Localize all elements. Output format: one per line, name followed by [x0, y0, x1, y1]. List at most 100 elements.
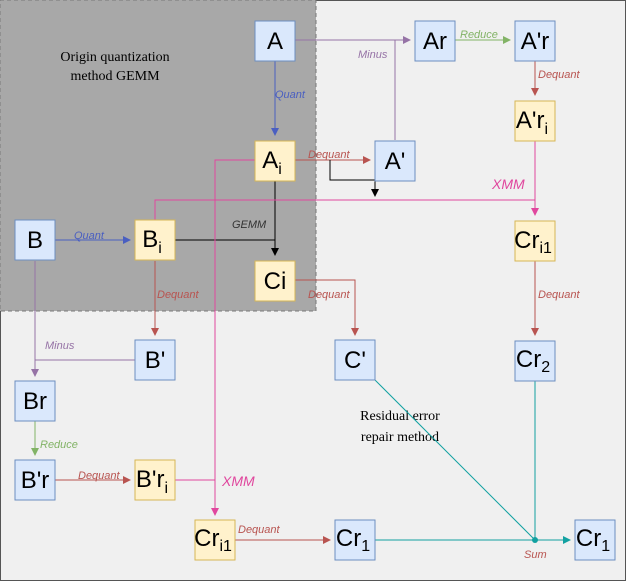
node-B-prime-label: B'	[145, 347, 166, 374]
edge-label-minus-a: Minus	[358, 49, 388, 61]
node-Br-label: Br	[23, 388, 47, 415]
node-Cr-1-mid-label: Cr	[336, 525, 361, 552]
node-C-prime[interactable]: C'	[334, 339, 376, 381]
svg-text:Cr2: Cr2	[516, 346, 550, 376]
node-Cr-1-mid-sub: 1	[361, 538, 370, 555]
edge-xmm-bottom: XMM	[175, 159, 255, 516]
node-A-i[interactable]: Ai	[254, 140, 296, 182]
svg-text:Ai: Ai	[262, 147, 282, 178]
svg-text:Ci: Ci	[264, 268, 287, 295]
node-C-prime-label: C'	[344, 347, 366, 374]
svg-text:A: A	[267, 28, 283, 55]
edge-sum: Sum	[374, 379, 571, 561]
svg-text:A'r: A'r	[521, 28, 550, 55]
edge-dequant-cri: Dequant	[235, 524, 331, 544]
svg-text:Cr1: Cr1	[336, 525, 370, 555]
node-B[interactable]: B	[14, 219, 56, 261]
node-Cr-1-out[interactable]: Cr1	[574, 519, 616, 561]
svg-text:A': A'	[385, 148, 406, 175]
sum-junction-dot	[532, 537, 538, 543]
svg-text:C': C'	[344, 347, 366, 374]
node-B-prime-r-label: B'r	[21, 467, 50, 494]
svg-text:B': B'	[145, 347, 166, 374]
node-Cr-1-mid[interactable]: Cr1	[334, 519, 376, 561]
edge-dequant-b: Dequant	[151, 261, 200, 336]
node-Cr-1-out-label: Cr	[576, 525, 601, 552]
edge-dequant-ar: Dequant	[531, 61, 581, 96]
node-B-label: B	[27, 227, 43, 254]
node-B-i[interactable]: Bi	[134, 219, 176, 261]
edge-dequant-c: Dequant	[295, 279, 359, 336]
svg-text:B'r: B'r	[21, 467, 50, 494]
edge-label-dequant-bri: Dequant	[78, 470, 121, 482]
node-A-prime-r-i[interactable]: A'ri	[514, 100, 556, 142]
node-A[interactable]: A	[254, 20, 296, 62]
node-B-prime-r[interactable]: B'r	[14, 459, 56, 501]
svg-text:B'ri: B'ri	[136, 466, 168, 497]
svg-text:Cri1: Cri1	[514, 227, 552, 257]
node-B-prime[interactable]: B'	[134, 339, 176, 381]
node-A-prime-label: A'	[385, 148, 406, 175]
edge-label-dequant-b: Dequant	[157, 289, 200, 301]
edge-dequant-bri: Dequant	[55, 470, 131, 484]
node-C-i-label: Ci	[264, 268, 287, 295]
node-A-label: A	[267, 28, 283, 55]
node-A-prime-r-i-sub: i	[545, 121, 549, 138]
svg-text:Bi: Bi	[142, 226, 162, 257]
edge-xmm-top: XMM	[154, 141, 539, 220]
svg-text:A'ri: A'ri	[516, 107, 548, 138]
edge-label-reduce-b: Reduce	[40, 439, 78, 451]
node-Cr-2-sub: 2	[541, 359, 550, 376]
node-B-i-label: B	[142, 226, 158, 253]
edge-label-dequant-a: Dequant	[308, 149, 351, 161]
edge-minus-b: Minus	[31, 261, 135, 377]
node-Cr-i1-top[interactable]: Cri1	[514, 220, 556, 262]
node-Cr-i1-top-sub: i1	[539, 240, 552, 257]
edge-dequant-a: Dequant	[295, 149, 371, 164]
edge-label-quant-b: Quant	[74, 230, 105, 242]
edge-reduce-b: Reduce	[31, 421, 78, 456]
edge-label-sum: Sum	[524, 549, 547, 561]
edge-label-reduce-a: Reduce	[460, 29, 498, 41]
residual-region-title-line2: repair method	[361, 430, 439, 445]
origin-region-title-line2: method GEMM	[70, 69, 160, 84]
edge-label-dequant-cr: Dequant	[538, 289, 581, 301]
node-Cr-i1-bottom[interactable]: Cri1	[194, 519, 236, 561]
node-A-i-label: A	[262, 147, 278, 174]
edge-label-dequant-ar: Dequant	[538, 69, 581, 81]
node-A-i-sub: i	[278, 161, 282, 178]
node-Br[interactable]: Br	[14, 380, 56, 422]
edge-label-gemm: GEMM	[232, 219, 267, 231]
edge-label-dequant-cri: Dequant	[238, 524, 281, 536]
edge-a-prime-join	[329, 160, 379, 197]
svg-text:B: B	[27, 227, 43, 254]
node-Cr-i1-bottom-sub: i1	[219, 538, 232, 555]
node-Cr-i1-top-label: Cr	[514, 227, 539, 254]
edge-gemm: GEMM	[175, 181, 279, 256]
edge-reduce-a: Reduce	[455, 29, 511, 44]
origin-region-title-line1: Origin quantization	[60, 50, 169, 65]
node-A-prime[interactable]: A'	[374, 140, 416, 182]
node-Ar-label: Ar	[423, 28, 447, 55]
node-Cr-i1-bottom-label: Cr	[194, 525, 219, 552]
edge-minus-a: Minus	[295, 36, 411, 140]
edge-dequant-cr: Dequant	[531, 261, 581, 336]
node-Ar[interactable]: Ar	[414, 20, 456, 62]
edge-label-minus-b: Minus	[45, 340, 75, 352]
node-Cr-2[interactable]: Cr2	[514, 340, 556, 382]
node-A-prime-r-label: A'r	[521, 28, 550, 55]
edge-label-xmm-bottom: XMM	[221, 473, 255, 489]
svg-text:Cri1: Cri1	[194, 525, 232, 555]
edge-quant-b: Quant	[55, 230, 131, 244]
node-A-prime-r-i-label: A'r	[516, 107, 545, 134]
residual-region-title-line1: Residual error	[360, 409, 440, 424]
edge-quant-a: Quant	[271, 61, 306, 136]
svg-text:Ar: Ar	[423, 28, 447, 55]
node-C-i[interactable]: Ci	[254, 260, 296, 302]
node-A-prime-r[interactable]: A'r	[514, 20, 556, 62]
node-Cr-2-label: Cr	[516, 346, 541, 373]
svg-text:Br: Br	[23, 388, 47, 415]
node-Cr-1-out-sub: 1	[601, 538, 610, 555]
node-B-prime-r-i[interactable]: B'ri	[134, 459, 176, 501]
